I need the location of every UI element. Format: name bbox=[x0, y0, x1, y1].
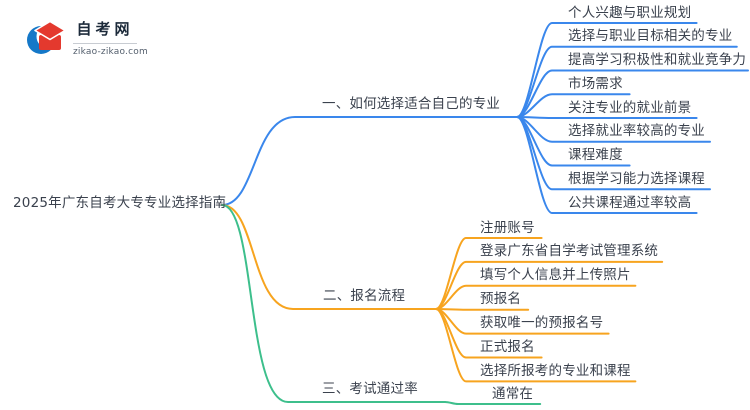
child-line bbox=[516, 116, 698, 119]
site-logo: 自考网 zikao-zikao.com bbox=[26, 12, 148, 62]
child-topic: 填写个人信息并上传照片 bbox=[480, 267, 631, 284]
child-topic: 公共课程通过率较高 bbox=[568, 194, 692, 211]
branch-line bbox=[221, 116, 518, 206]
child-topic: 登录广东省自学考试管理系统 bbox=[480, 243, 659, 260]
branch-label: 二、报名流程 bbox=[323, 288, 406, 304]
branch-label: 一、如何选择适合自己的专业 bbox=[322, 96, 501, 112]
child-line bbox=[444, 401, 542, 405]
child-topic: 注册账号 bbox=[480, 219, 535, 236]
child-line bbox=[435, 284, 637, 310]
logo-title: 自考网 bbox=[76, 20, 134, 38]
child-topic: 正式报名 bbox=[480, 339, 535, 355]
child-topic: 市场需求 bbox=[568, 75, 623, 92]
logo-domain: zikao-zikao.com bbox=[73, 47, 148, 57]
child-topic: 获取唯一的预报名号 bbox=[480, 315, 604, 332]
child-topic: 提高学习积极性和就业竞争力 bbox=[568, 52, 747, 68]
child-topic: 根据学习能力选择课程 bbox=[568, 170, 705, 187]
child-topic: 关注专业的就业前景 bbox=[568, 99, 692, 116]
child-topic: 选择就业率较高的专业 bbox=[568, 123, 705, 140]
child-topic: 选择所报考的专业和课程 bbox=[480, 362, 631, 379]
child-line bbox=[435, 308, 530, 311]
child-topic: 预报名 bbox=[480, 291, 522, 308]
child-topic: 通常在 bbox=[492, 385, 534, 402]
child-topic: 个人兴趣与职业规划 bbox=[568, 4, 692, 21]
branch-label: 三、考试通过率 bbox=[322, 381, 418, 397]
child-topic: 选择与职业目标相关的专业 bbox=[568, 28, 733, 45]
logo-divider bbox=[73, 43, 137, 44]
graduation-cap-icon bbox=[27, 20, 66, 54]
root-topic: 2025年广东自考大专专业选择指南 bbox=[13, 195, 227, 211]
child-topic: 课程难度 bbox=[568, 147, 623, 163]
